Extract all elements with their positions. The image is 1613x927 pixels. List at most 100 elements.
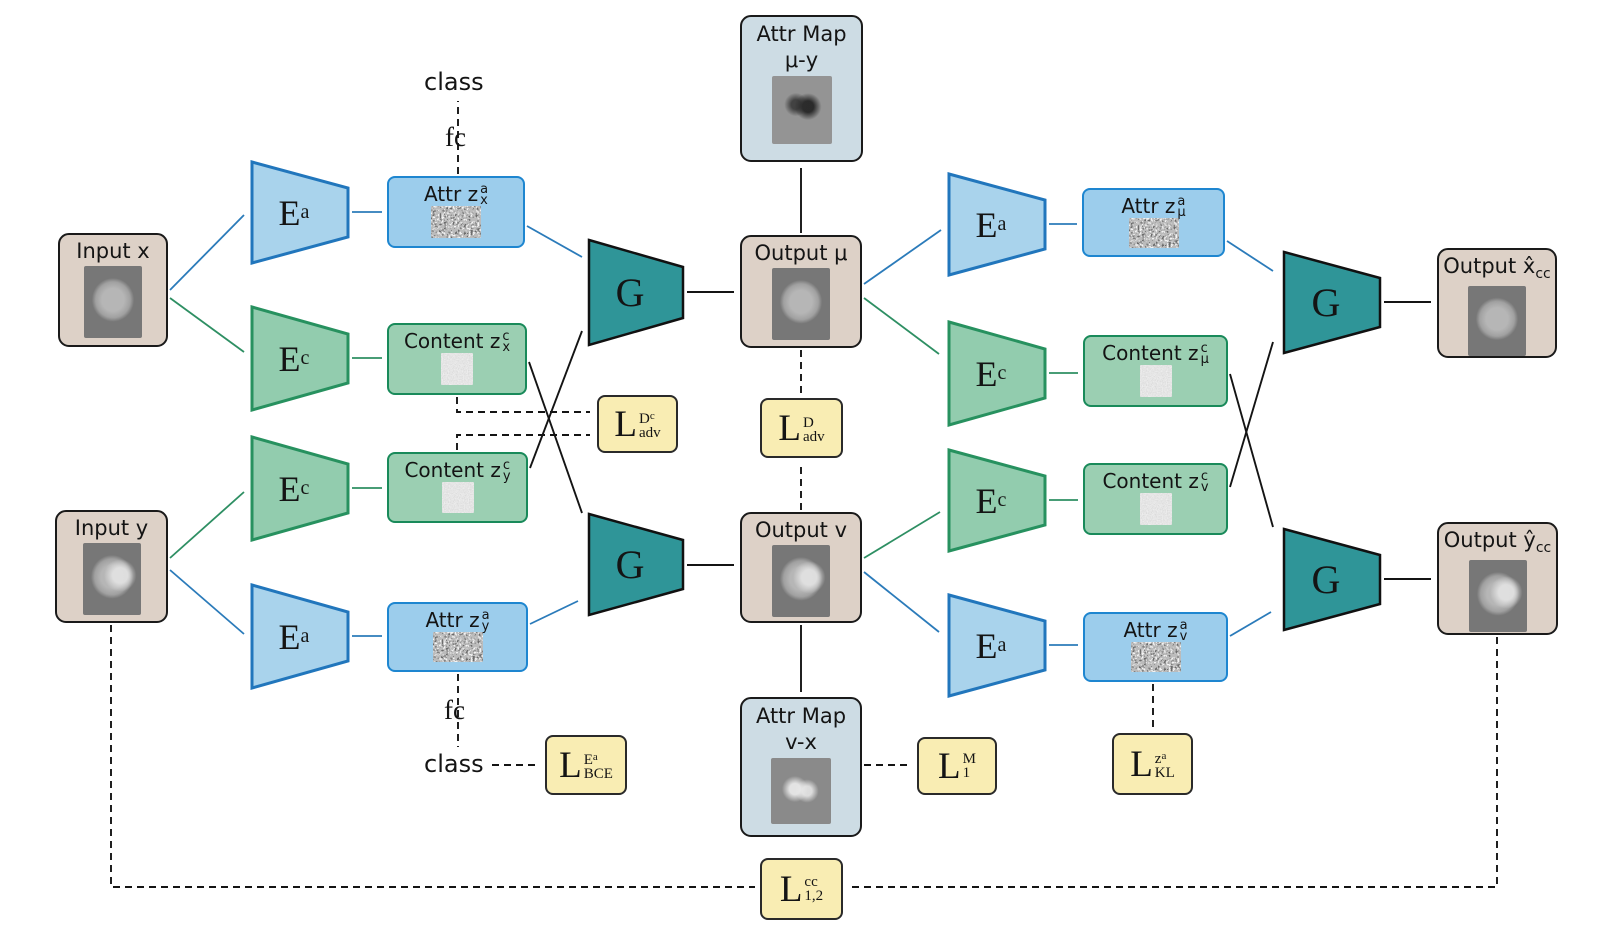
encoder-trapezoid-shape (947, 172, 1047, 277)
dashed-content-zx-to-loss-adv-dc (456, 397, 590, 413)
attr-zv-noise-image (1130, 642, 1181, 672)
encoder-trapezoid-shape (947, 320, 1047, 427)
arrow-inputx-to-ec (169, 297, 245, 353)
generator-label: G (615, 270, 645, 315)
generator-trapezoid-shape (587, 238, 685, 347)
attr-zy-noise-image (432, 632, 483, 662)
fc-bottom-label: fc (442, 695, 467, 726)
encoder-trapezoid-shape (947, 448, 1047, 553)
arrow-output-mu-to-ea (863, 229, 942, 285)
content-zx-image (441, 353, 473, 385)
arrow-output-mu-to-ec (863, 297, 940, 355)
content-zmu-image (1139, 365, 1172, 397)
fc-top-label: fc (443, 122, 468, 153)
class-bottom-label: class (424, 750, 484, 778)
content-zy-image (441, 482, 474, 513)
attr-map-mu-y-image (771, 75, 832, 144)
generator-trapezoid-shape (1282, 250, 1382, 355)
output-v-brain-image (772, 545, 830, 618)
generator-label: G (1311, 280, 1341, 325)
arrow-content-zv-to-g-top-right (1229, 341, 1274, 488)
output-v-label: Output v (754, 518, 848, 542)
dashed-content-zy-to-loss-adv-dc (456, 434, 590, 450)
arrow-attr-zv-to-g-bottom-right (1229, 611, 1272, 637)
input-y-box: Input y (55, 510, 168, 623)
output-mu-label: Output μ (754, 241, 848, 265)
encoder-trapezoid-shape (250, 435, 350, 542)
output-ycc-brain-image (1468, 559, 1527, 632)
class-top-label: class (424, 68, 484, 96)
generator-top-left: G (587, 238, 685, 347)
generator-label: G (1311, 557, 1341, 602)
generator-bottom-left: G (587, 512, 685, 617)
input-y-brain-image (82, 543, 141, 616)
input-x-brain-image (84, 266, 142, 339)
input-y-label: Input y (74, 516, 149, 540)
input-x-label: Input x (76, 239, 150, 263)
attr-map-v-x-image (771, 757, 831, 824)
generator-label: G (615, 542, 645, 587)
generator-bottom-right: G (1282, 527, 1382, 632)
arrow-content-zx-to-g-bottom (528, 361, 583, 514)
arrow-inputx-to-ea (169, 214, 245, 291)
arrow-output-v-to-ea (863, 571, 940, 633)
input-x-box: Input x (58, 233, 168, 347)
arrow-attr-zx-to-g-top (526, 225, 583, 258)
arrow-content-zy-to-g-top (529, 330, 583, 469)
output-xcc-brain-image (1468, 285, 1526, 356)
arrow-output-v-to-ec (863, 511, 941, 559)
arrow-attr-zy-to-g-bottom (529, 600, 579, 625)
output-xcc-label: Output x̂cc (1443, 254, 1551, 283)
attr-zmu-noise-image (1128, 218, 1179, 248)
output-xcc-box: Output x̂cc (1437, 248, 1557, 358)
arrow-content-zmu-to-g-bottom-right (1229, 373, 1274, 528)
encoder-trapezoid-shape (250, 160, 350, 265)
content-zv-image (1139, 493, 1172, 525)
